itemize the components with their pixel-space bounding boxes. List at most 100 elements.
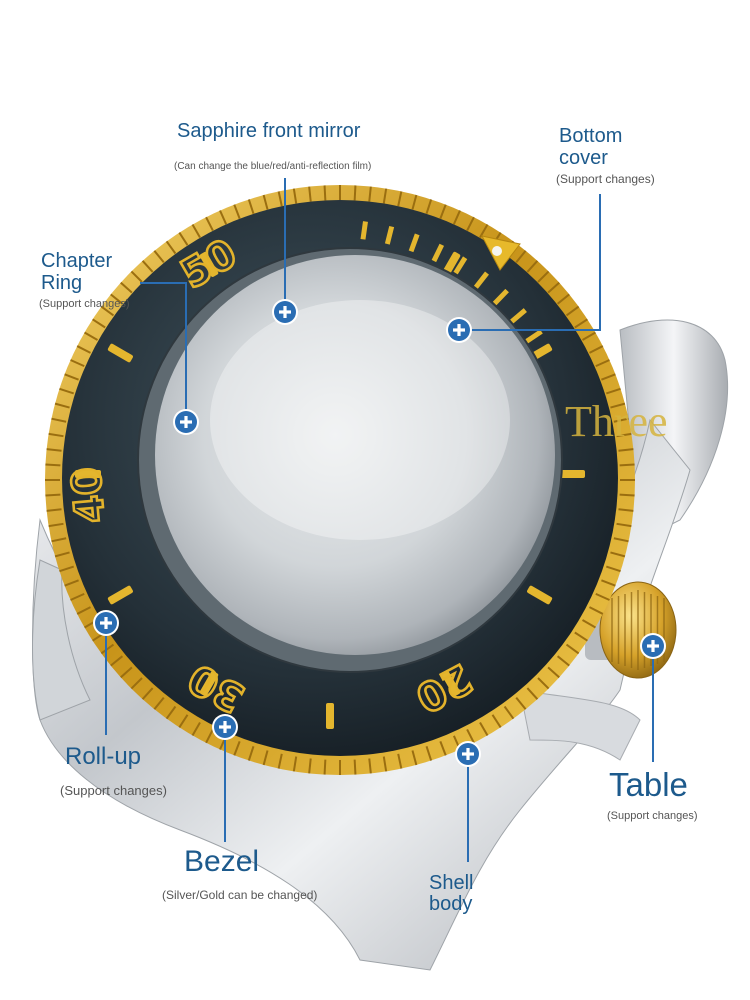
bezel-tooth: [439, 741, 447, 756]
bezel-tooth: [141, 687, 154, 700]
bezel-tooth: [619, 463, 635, 467]
bezel-tooth: [233, 741, 241, 756]
bezel-tooth: [595, 592, 610, 601]
bezel-tooth: [153, 696, 165, 710]
bezel-tooth: [178, 232, 189, 246]
bezel-tooth: [439, 204, 447, 219]
leader-lines: [105, 178, 654, 862]
plus-circle-icon[interactable]: [640, 633, 666, 659]
bezel-tick: [199, 251, 219, 277]
shell-body-label-line1: Shell: [429, 872, 474, 894]
plus-circle-icon[interactable]: [455, 741, 481, 767]
bezel-tooth: [205, 216, 214, 231]
bezel-tooth: [610, 551, 626, 558]
glass-reflection: [210, 300, 510, 540]
bezel-tooth: [100, 643, 115, 655]
bezel-tooth: [51, 537, 67, 543]
bezel-tooth: [120, 666, 133, 679]
bezel-tooth: [565, 643, 580, 655]
chapter-ring-label-line2: Ring: [41, 272, 83, 294]
bezel-tooth: [191, 224, 201, 239]
bezel-tooth: [247, 199, 255, 215]
bezel-tooth: [59, 387, 75, 395]
bezel-tooth: [262, 750, 269, 766]
bezel-tooth: [547, 666, 560, 679]
bezel-tooth: [353, 185, 357, 201]
bezel-tooth: [595, 359, 610, 368]
bezel-tooth: [46, 508, 62, 512]
plus-circle-icon[interactable]: [93, 610, 119, 636]
bezel-tooth: [54, 402, 70, 409]
bezel-tooth: [46, 448, 62, 452]
roll-up-note: (Support changes): [60, 783, 167, 798]
bezel-tooth: [605, 565, 621, 573]
bezel-tooth: [205, 729, 214, 744]
bezel-tooth: [556, 293, 570, 305]
bezel-tooth: [233, 204, 241, 219]
bezel-tooth: [323, 759, 327, 775]
watermark-text: Three: [565, 397, 668, 446]
bezel-tooth: [616, 522, 632, 528]
table-label: Table: [609, 766, 688, 803]
bezel-minute-tick: [509, 308, 527, 324]
bezel-tooth: [277, 191, 283, 207]
bezel-tooth: [589, 606, 604, 615]
bezel-tooth: [59, 565, 75, 573]
bezel-tooth: [619, 493, 635, 497]
bezel-tooth: [54, 551, 70, 558]
bezel-tooth: [397, 753, 403, 769]
bezel-tooth: [397, 191, 403, 207]
bezel-tooth: [537, 270, 550, 283]
bezel-minute-tick: [492, 288, 509, 306]
bezel-tooth: [70, 592, 85, 601]
bezel-numeral: 40: [64, 465, 115, 524]
plus-circle-icon[interactable]: [173, 409, 199, 435]
bezel-tooth: [411, 194, 418, 210]
bezel-tick: [441, 671, 461, 697]
bezel-tooth: [565, 305, 580, 317]
roll-up-label: Roll-up: [65, 743, 142, 770]
bezel-tooth: [547, 281, 560, 294]
bezel-tooth: [581, 619, 596, 629]
bezel-tooth: [382, 756, 388, 772]
bezel-tooth: [574, 318, 588, 329]
bezel-tooth: [178, 714, 189, 728]
bezel-minute-tick: [473, 271, 489, 289]
case-shell: [32, 319, 728, 971]
bezel-tooth: [425, 745, 433, 761]
bezel-minute-tick: [408, 233, 420, 253]
bezel-tooth: [515, 250, 527, 264]
sapphire-note: (Can change the blue/red/anti-reflection…: [174, 161, 372, 172]
bezel-tooth: [76, 606, 91, 615]
bezel-tooth: [601, 373, 616, 381]
bezel-tooth: [45, 493, 61, 497]
bezel-tooth: [368, 186, 372, 202]
shell-body-label-line2: body: [429, 893, 473, 915]
bezel-tooth: [292, 188, 298, 204]
plus-circle-icon[interactable]: [272, 299, 298, 325]
bezel-tooth: [48, 432, 64, 438]
bezel-tooth: [141, 260, 154, 273]
bezel-tooth: [605, 387, 621, 395]
bezel-minute-tick: [384, 225, 395, 245]
bezel-tooth: [466, 729, 475, 744]
bezel-tooth: [51, 417, 67, 423]
bezel-tooth: [466, 216, 475, 231]
bezel-tooth: [526, 260, 539, 273]
bezel-tooth: [100, 305, 115, 317]
bezel-minute-tick: [525, 329, 543, 344]
bezel-tooth: [323, 185, 327, 201]
chapter-ring-label-line1: Chapter: [41, 250, 113, 272]
plus-circle-icon[interactable]: [446, 317, 472, 343]
bezel-ticks: [75, 221, 585, 729]
plus-circle-icon[interactable]: [212, 714, 238, 740]
bezel-tooth: [70, 359, 85, 368]
sapphire-glass: [155, 255, 555, 655]
bezel-tooth: [110, 293, 124, 305]
bezel-tick: [107, 585, 133, 605]
bezel-tick: [559, 470, 585, 478]
zero-triangle: [481, 235, 521, 271]
bezel-tooth: [353, 759, 357, 775]
bezel-label: Bezel: [184, 845, 260, 878]
